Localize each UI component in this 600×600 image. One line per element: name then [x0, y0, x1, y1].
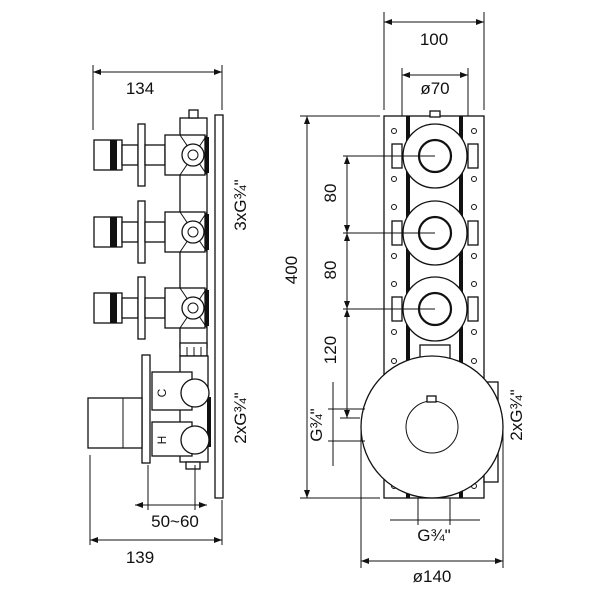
top-nut: [188, 109, 199, 119]
bottom-nut: [185, 461, 201, 470]
left-port-label: G¾": [307, 408, 326, 441]
rosette: [137, 276, 146, 340]
thermostat-rosette: [141, 354, 151, 464]
valve-3: [93, 276, 209, 340]
rosette: [137, 200, 146, 264]
dim-50-60-label: 50~60: [151, 512, 199, 531]
front-view: 100 ø70: [282, 12, 526, 586]
valve-knob: [93, 216, 123, 248]
mounting-plate: [214, 114, 224, 499]
thermostat-knob: [87, 397, 143, 449]
rosette: [137, 123, 146, 187]
dim-120-label: 120: [321, 336, 340, 364]
cold-mark: C: [155, 388, 169, 397]
valve-knob: [93, 292, 123, 324]
knob-band: [110, 140, 117, 170]
hot-inlet: [180, 425, 210, 455]
hot-mark: H: [155, 436, 169, 445]
valve-2: [93, 200, 209, 264]
dim-140-label: ø140: [413, 567, 452, 586]
dim-80b-label: 80: [321, 261, 340, 280]
dim-400-label: 400: [282, 256, 301, 284]
valve-knob: [93, 139, 123, 171]
bottom-port-label: G¾": [417, 526, 450, 545]
cold-inlet: [180, 378, 210, 408]
side-view: 134: [87, 65, 250, 567]
valve-1: [93, 123, 209, 187]
knob-band: [110, 217, 117, 247]
outlets-label: 3xG¾": [231, 179, 250, 230]
thermostat-side: C H: [87, 354, 211, 470]
thermostat-rosette-front: [360, 355, 504, 499]
dim-100-label: 100: [420, 30, 448, 49]
right-ports-label: 2xG¾": [507, 389, 526, 440]
dim-80a-label: 80: [321, 184, 340, 203]
knob-band: [110, 293, 117, 323]
dim-139-label: 139: [126, 548, 154, 567]
dim-70-label: ø70: [420, 79, 449, 98]
dim-134-label: 134: [126, 79, 154, 98]
inlets-label: 2xG¾": [231, 392, 250, 443]
